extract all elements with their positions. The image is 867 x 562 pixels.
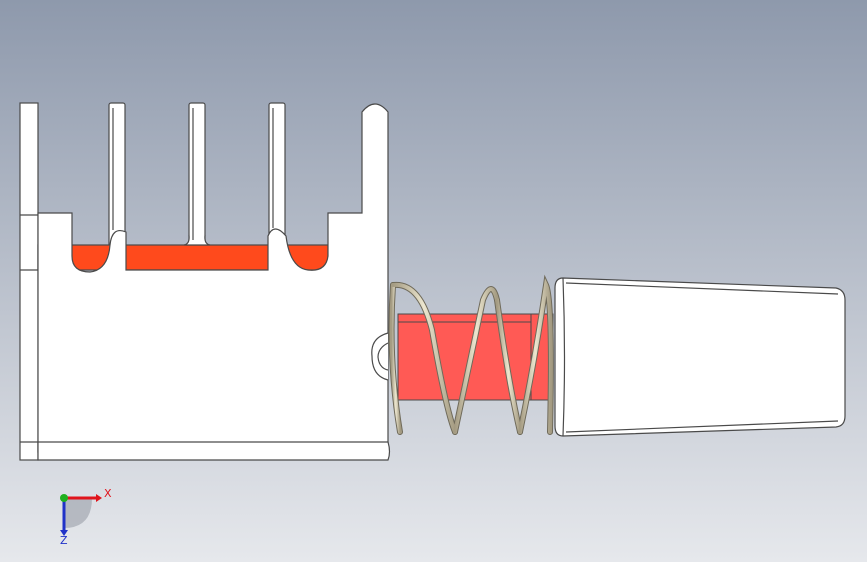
push-button-cap[interactable] (554, 277, 846, 437)
x-axis-label: X (104, 487, 112, 500)
z-axis-label: Z (60, 534, 68, 547)
z-axis-arrowhead (60, 530, 68, 536)
spring-coil (495, 298, 522, 434)
housing-base-lip (37, 441, 391, 461)
terminal-pin-2 (188, 102, 206, 254)
spring-coil (518, 278, 553, 434)
triad-shadow (64, 498, 92, 528)
x-axis-arrowhead (96, 494, 102, 502)
cap-front-rim (562, 277, 566, 437)
pin-shoulder-2 (183, 234, 211, 246)
spring-coil (391, 282, 457, 434)
housing[interactable] (19, 102, 391, 461)
cap-edge-bottom (565, 420, 839, 433)
housing-body (37, 103, 389, 453)
spring-coil (389, 283, 402, 434)
y-axis-dot (60, 494, 68, 502)
housing-side-wall (19, 102, 39, 461)
housing-latch-inner (377, 342, 389, 371)
compression-spring[interactable] (388, 274, 554, 435)
orientation-triad[interactable]: X Z (60, 487, 112, 547)
cap-body (554, 277, 846, 437)
spring-coil (453, 287, 499, 434)
cap-edge-top (565, 282, 839, 295)
